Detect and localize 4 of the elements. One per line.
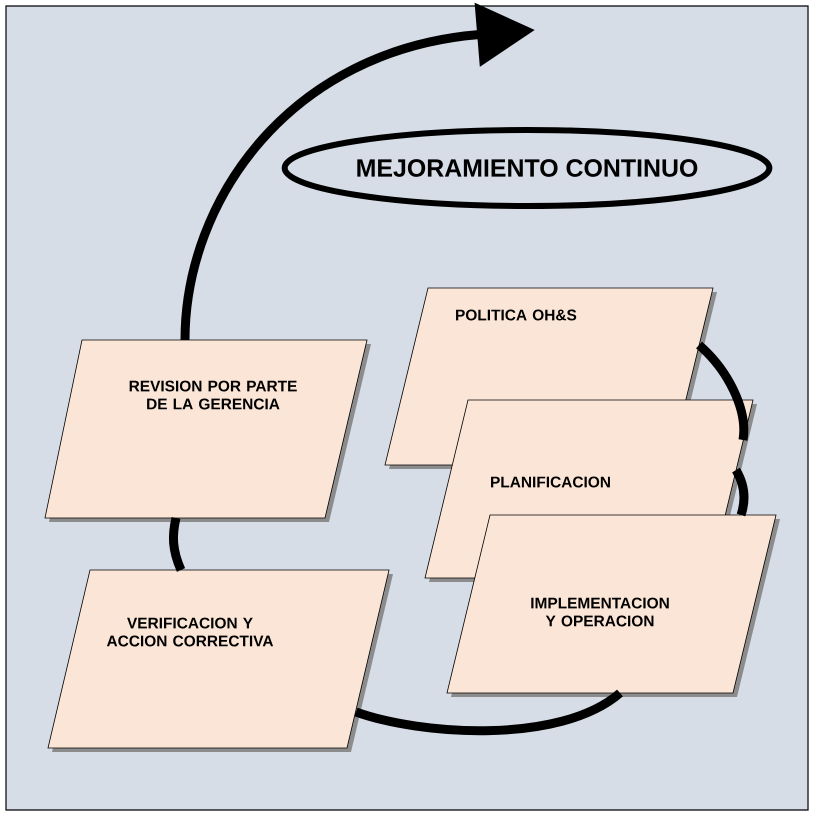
parallelogram-box: VERIFICACION Y ACCION CORRECTIVA [48, 570, 393, 752]
parallelogram-box: IMPLEMENTACION Y OPERACION [446, 514, 780, 697]
ellipse-node: MEJORAMIENTO CONTINUO [282, 127, 772, 209]
parallelogram-box: REVISION POR PARTE DE LA GERENCIA [44, 340, 371, 522]
